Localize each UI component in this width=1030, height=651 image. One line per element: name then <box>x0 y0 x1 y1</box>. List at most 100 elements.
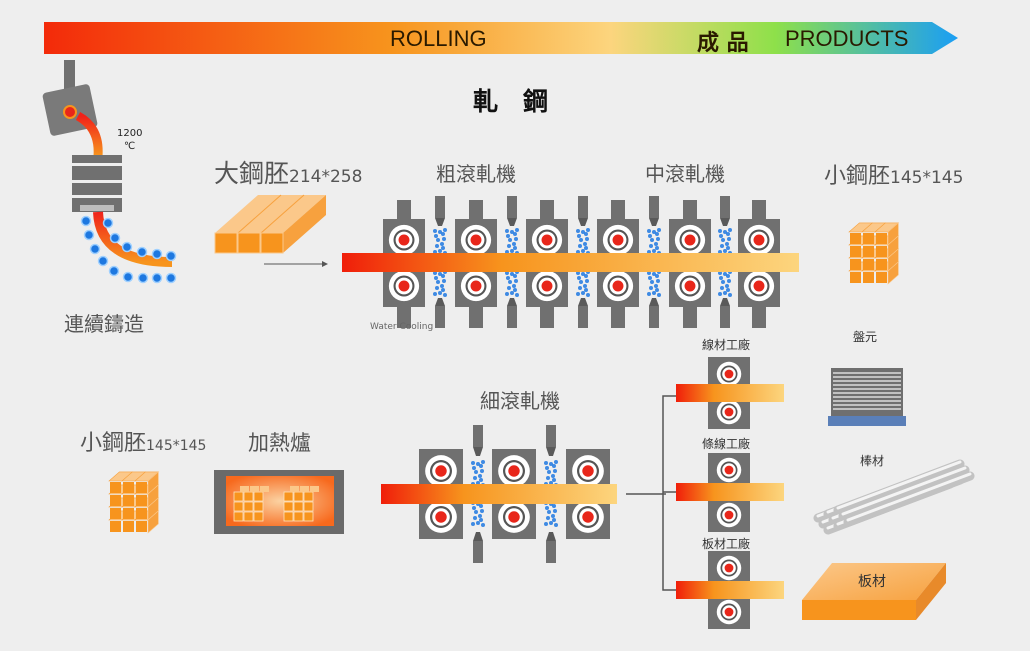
water-spray <box>725 284 729 288</box>
temperature-unit: ℃ <box>124 141 136 152</box>
water-spray <box>547 510 551 514</box>
heated-billet <box>253 501 264 512</box>
water-spray <box>551 514 555 518</box>
water-spray <box>480 469 484 473</box>
water-spray <box>506 234 510 238</box>
water-spray <box>476 462 480 466</box>
water-spray <box>586 293 590 297</box>
water-spray <box>512 284 516 288</box>
water-spray <box>549 521 553 525</box>
roll-core <box>508 465 520 477</box>
water-spray <box>440 242 444 246</box>
water-spray <box>472 506 476 510</box>
hot-strip <box>342 253 799 272</box>
water-spray <box>478 474 482 478</box>
water-spray <box>478 514 482 518</box>
water-spray <box>441 246 445 250</box>
roll-core <box>470 234 482 246</box>
water-spray <box>510 272 514 276</box>
water-spray <box>656 279 660 283</box>
heated-billet <box>303 511 314 522</box>
process-banner <box>44 22 958 54</box>
roll-core <box>724 607 734 617</box>
water-spray <box>552 518 556 522</box>
water-spray <box>438 230 442 234</box>
small-billet-bottom <box>108 471 160 534</box>
roll-core <box>541 234 553 246</box>
water-spray <box>652 291 656 295</box>
water-spray <box>718 229 722 233</box>
small-billet-top <box>848 222 900 285</box>
water-spray <box>481 523 485 527</box>
water-spray <box>473 516 477 520</box>
water-nozzle <box>546 425 556 447</box>
water-spray <box>508 238 512 242</box>
heated-billet <box>253 491 264 502</box>
billet-face <box>850 259 861 270</box>
water-spray <box>549 462 553 466</box>
finishing-mill-line <box>381 425 617 563</box>
roll-core <box>753 280 765 292</box>
water-spray <box>584 288 588 292</box>
roll-core <box>582 465 594 477</box>
water-spray <box>441 288 445 292</box>
hot-strip <box>676 384 784 402</box>
water-spray <box>436 280 440 284</box>
billet-face <box>136 508 147 519</box>
small-billet-bottom-size: 145*145 <box>146 438 207 454</box>
water-spray <box>723 249 727 253</box>
water-spray <box>652 230 656 234</box>
cooling-roll-dots <box>80 215 177 284</box>
water-spray <box>581 230 585 234</box>
large-billet-name: 大鋼胚 <box>214 159 290 188</box>
billet-face <box>850 272 861 283</box>
roll-core <box>541 280 553 292</box>
water-spray <box>728 293 732 297</box>
billet-face <box>876 272 887 283</box>
water-spray <box>433 229 437 233</box>
water-spray <box>513 246 517 250</box>
water-spray <box>545 506 549 510</box>
coil-label: 盤元 <box>853 330 878 344</box>
water-spray <box>576 229 580 233</box>
steel-bar <box>838 465 970 521</box>
water-spray <box>546 476 550 480</box>
water-spray <box>657 293 661 297</box>
roll-core <box>508 511 520 523</box>
water-spray <box>514 237 518 241</box>
heated-billet <box>233 501 244 512</box>
billet-face <box>876 233 887 244</box>
steel-bar <box>843 471 975 527</box>
water-spray <box>508 280 512 284</box>
bar-plant-label: 條線工廠 <box>702 437 751 451</box>
water-spray <box>507 244 511 248</box>
steel-bar <box>833 459 965 515</box>
billet-face <box>876 259 887 270</box>
heated-billet <box>243 501 254 512</box>
water-spray <box>545 466 549 470</box>
water-spray <box>434 276 438 280</box>
heated-billet <box>233 491 244 502</box>
water-spray <box>472 466 476 470</box>
heated-billet <box>253 511 264 522</box>
water-nozzle <box>649 306 659 328</box>
plate-plant-label: 板材工廠 <box>702 537 751 551</box>
water-spray <box>728 228 732 232</box>
billet-face <box>850 246 861 257</box>
upper-mill-line <box>342 196 799 328</box>
water-spray <box>438 272 442 276</box>
water-spray <box>513 232 517 236</box>
large-billet-label: 大鋼胚214*258 <box>214 154 362 190</box>
water-spray <box>581 249 585 253</box>
water-spray <box>473 476 477 480</box>
hot-strip <box>676 483 784 501</box>
water-spray <box>480 509 484 513</box>
furnace-label: 加熱爐 <box>248 431 311 455</box>
billet-face <box>850 233 861 244</box>
water-spray <box>654 242 658 246</box>
reheating-furnace <box>214 470 344 534</box>
water-spray <box>442 279 446 283</box>
wire-plant-label: 線材工廠 <box>702 338 751 352</box>
water-spray <box>544 522 548 526</box>
billet-face <box>863 246 874 257</box>
